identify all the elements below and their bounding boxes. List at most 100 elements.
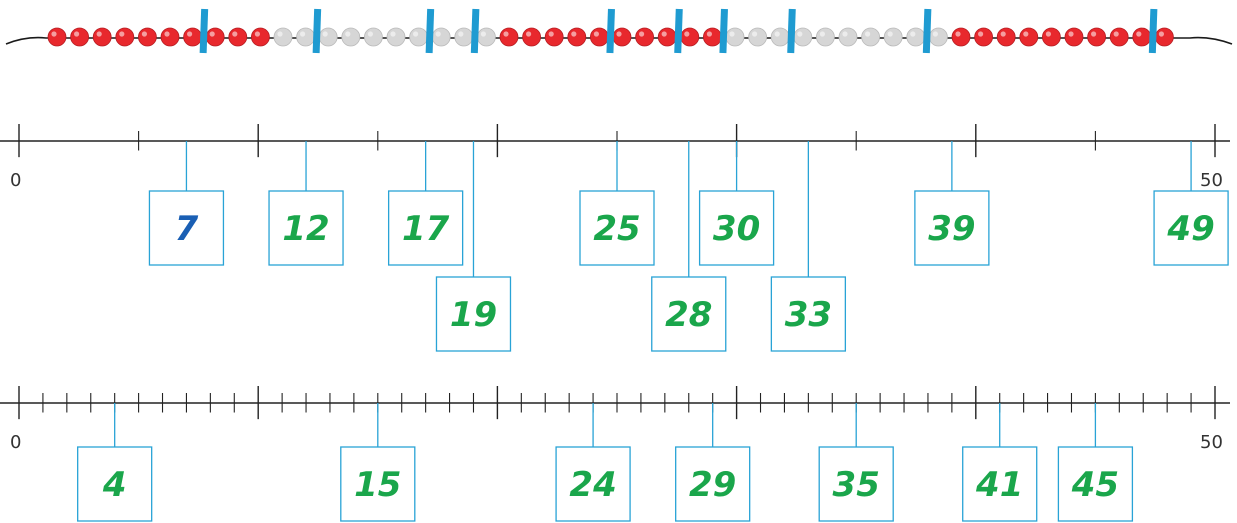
bead-red [229, 28, 247, 46]
bead-highlight [1114, 31, 1119, 36]
bead-red [1133, 28, 1151, 46]
bead-red [138, 28, 156, 46]
answer-value: 28 [665, 295, 712, 335]
bead-red [184, 28, 202, 46]
bead-highlight [345, 31, 350, 36]
bead-highlight [436, 31, 441, 36]
bead-gray [862, 28, 880, 46]
answer-value: 39 [928, 209, 975, 249]
clothespin-clip [471, 9, 480, 53]
bead-highlight [729, 31, 734, 36]
bead-red [613, 28, 631, 46]
bead-gray [929, 28, 947, 46]
bead-red [703, 28, 721, 46]
bead-string [6, 9, 1232, 53]
bead-highlight [232, 31, 237, 36]
bead-gray [364, 28, 382, 46]
clothespin-clip [719, 9, 728, 53]
bead-highlight [526, 31, 531, 36]
bead-red [116, 28, 134, 46]
bead-highlight [255, 31, 260, 36]
bead-highlight [187, 31, 192, 36]
bead-highlight [503, 31, 508, 36]
bead-red [71, 28, 89, 46]
answer-value: 7 [175, 209, 199, 249]
bead-gray [297, 28, 315, 46]
bead-gray [749, 28, 767, 46]
answer-value: 24 [569, 465, 616, 505]
answer-value: 19 [450, 295, 497, 335]
answer-value: 33 [785, 295, 832, 335]
bead-highlight [662, 31, 667, 36]
clothespin-clip [1149, 9, 1158, 53]
bead-highlight [164, 31, 169, 36]
answer-value: 15 [354, 465, 401, 505]
bead-red [523, 28, 541, 46]
bead-highlight [707, 31, 712, 36]
bead-gray [410, 28, 428, 46]
bead-red [1155, 28, 1173, 46]
bead-highlight [277, 31, 282, 36]
bead-red [997, 28, 1015, 46]
clothespin-clip [313, 9, 322, 53]
answer-value: 41 [975, 465, 1023, 505]
bead-red [545, 28, 563, 46]
bead-highlight [910, 31, 915, 36]
bead-highlight [752, 31, 757, 36]
start-label: 0 [10, 170, 21, 191]
number-line-ones: 0504152429354145 [0, 386, 1230, 521]
bead-red [975, 28, 993, 46]
clothespin-clip [674, 9, 683, 53]
bead-highlight [933, 31, 938, 36]
bead-gray [432, 28, 450, 46]
bead-red [1088, 28, 1106, 46]
bead-highlight [820, 31, 825, 36]
bead-highlight [955, 31, 960, 36]
bead-highlight [368, 31, 373, 36]
bead-highlight [888, 31, 893, 36]
bead-red [568, 28, 586, 46]
answer-value: 35 [833, 465, 880, 505]
answer-value: 29 [689, 465, 736, 505]
bead-highlight [74, 31, 79, 36]
answer-value: 49 [1166, 209, 1214, 249]
bead-red [48, 28, 66, 46]
bead-gray [884, 28, 902, 46]
bead-gray [771, 28, 789, 46]
answer-value: 17 [402, 209, 450, 249]
bead-highlight [119, 31, 124, 36]
bead-highlight [458, 31, 463, 36]
bead-red [1065, 28, 1083, 46]
bead-red [206, 28, 224, 46]
bead-red [681, 28, 699, 46]
bead-highlight [1068, 31, 1073, 36]
bead-highlight [413, 31, 418, 36]
answer-value: 45 [1071, 465, 1119, 505]
bead-red [1020, 28, 1038, 46]
bead-highlight [97, 31, 102, 36]
bead-highlight [1136, 31, 1141, 36]
bead-highlight [1159, 31, 1164, 36]
bead-gray [907, 28, 925, 46]
answer-value: 25 [593, 209, 640, 249]
bead-red [590, 28, 608, 46]
bead-gray [455, 28, 473, 46]
bead-highlight [1001, 31, 1006, 36]
bead-red [500, 28, 518, 46]
clothespin-clip [606, 9, 615, 53]
bead-highlight [481, 31, 486, 36]
bead-highlight [616, 31, 621, 36]
end-label: 50 [1200, 170, 1223, 191]
bead-highlight [842, 31, 847, 36]
bead-highlight [594, 31, 599, 36]
bead-red [93, 28, 111, 46]
bead-gray [319, 28, 337, 46]
bead-red [161, 28, 179, 46]
answer-value: 30 [713, 209, 760, 249]
bead-red [1042, 28, 1060, 46]
clothespin-clip [923, 9, 932, 53]
bead-gray [342, 28, 360, 46]
clothespin-clip [200, 9, 209, 53]
bead-gray [839, 28, 857, 46]
